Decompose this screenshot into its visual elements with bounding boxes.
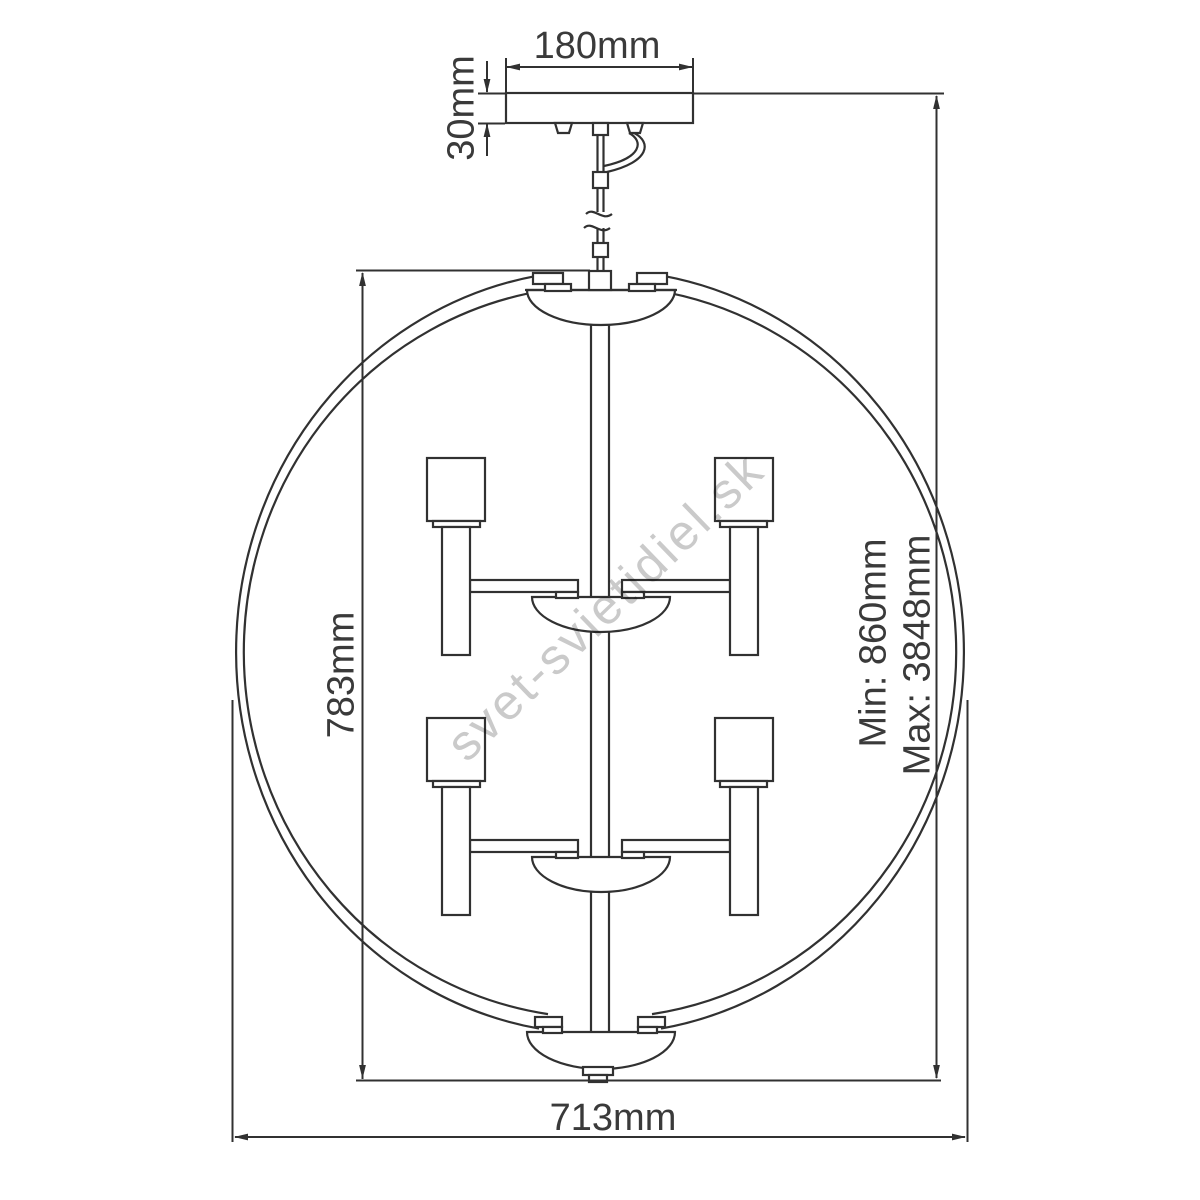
ring	[234, 274, 966, 1030]
lower-left-arm	[468, 838, 580, 854]
top-ring-block-right	[635, 271, 669, 286]
dimsusp-max-label: Max: 3848mm	[896, 535, 938, 776]
bottom-ring-block-left	[533, 1015, 564, 1029]
dim180-label: 180mm	[534, 25, 661, 67]
dimension-30mm: 30mm	[440, 55, 505, 161]
dim180-arrow-left	[506, 63, 520, 71]
dimension-180mm: 180mm	[505, 25, 694, 92]
lower-right-shade	[713, 716, 775, 783]
top-bowl-dome	[525, 288, 677, 327]
canopy-foot-right	[625, 121, 645, 135]
bottom-ring-block-right2	[636, 1025, 659, 1035]
upper-left-shade	[425, 456, 487, 523]
finial-disc	[581, 1065, 615, 1077]
lower-right-candle	[728, 785, 760, 917]
bottom-ring-block-left2	[541, 1025, 564, 1035]
canopy-assembly	[504, 91, 695, 272]
lower-right-arm	[620, 838, 732, 854]
cable-ferrule-2	[591, 241, 610, 259]
mid-bowl-1-dome	[530, 595, 672, 634]
upper-lamp-tier	[425, 456, 775, 657]
canopy-foot-left	[553, 121, 574, 135]
upper-right-shade	[713, 456, 775, 523]
mid-bowl-2-tab-left	[554, 850, 580, 860]
ring-inner-left	[242, 289, 549, 1016]
dim30-arrow-bottom	[483, 123, 491, 137]
dimension-783mm: 783mm	[320, 269, 941, 1082]
upper-left-candle	[440, 525, 472, 657]
mid-bowl-2-dome	[530, 855, 672, 894]
mid-bowl-1-tab-left	[554, 590, 580, 600]
dim713-arrow-right	[952, 1133, 966, 1141]
dim783-label: 783mm	[320, 612, 362, 739]
top-ring-block-left	[531, 271, 565, 286]
bottom-bowl	[525, 1015, 677, 1084]
stem-top-hub	[587, 269, 613, 292]
cable-ferrule-1	[591, 170, 610, 190]
dimsusp-arrow-top	[933, 95, 940, 109]
wire-loop-outer	[606, 132, 646, 174]
dim180-arrow-right	[679, 63, 693, 71]
dim713-arrow-left	[234, 1133, 248, 1141]
upper-right-candle	[728, 525, 760, 657]
stem	[589, 279, 611, 1070]
dim713-label: 713mm	[550, 1097, 677, 1139]
lower-left-candle	[440, 785, 472, 917]
dimsusp-min-label: Min: 860mm	[852, 538, 894, 747]
top-ring-block-left2	[543, 282, 573, 293]
mid-bowl-2-tab-right	[620, 850, 646, 860]
top-bowl	[525, 269, 677, 327]
dim783-arrow-top	[359, 272, 366, 286]
ring-outer-right	[660, 274, 966, 1030]
dimsusp-arrow-bottom	[933, 1065, 940, 1079]
cable-break-2	[583, 224, 611, 232]
cable-break-1	[585, 210, 613, 218]
wire-loop-inner	[603, 132, 639, 168]
bottom-ring-block-right	[636, 1015, 667, 1029]
canopy-hub	[591, 121, 610, 137]
upper-left-arm	[468, 578, 580, 594]
bottom-bowl-dome	[525, 1030, 677, 1071]
dimension-suspension: Min: 860mm Max: 3848mm	[694, 92, 944, 1079]
finial-stub	[587, 1073, 609, 1084]
dim783-arrow-bottom	[359, 1065, 366, 1079]
canopy	[504, 91, 695, 125]
dim30-label: 30mm	[440, 55, 482, 161]
lower-left-shade	[425, 716, 487, 783]
top-ring-block-right2	[627, 282, 657, 293]
ring-outer-left	[234, 274, 540, 1030]
mid-bowl-1-tab-right	[620, 590, 646, 600]
lower-lamp-tier	[425, 716, 775, 917]
dim30-arrow-top	[483, 79, 491, 93]
ring-inner-right	[651, 289, 958, 1016]
dimension-713mm: 713mm	[231, 700, 969, 1142]
